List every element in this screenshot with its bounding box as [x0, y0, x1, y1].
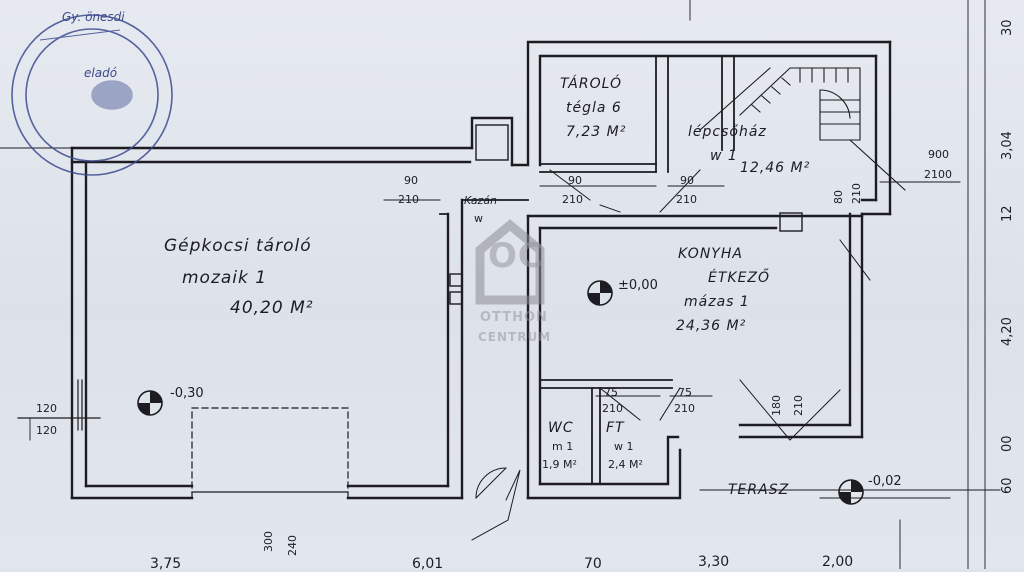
left-window [17, 379, 101, 431]
garage-name: Gépkocsi tároló [164, 236, 312, 256]
dim-d5-h: 210 [602, 402, 623, 415]
dim-d1-w: 90 [404, 174, 418, 187]
bottom-dim-2: 6,01 [412, 556, 444, 572]
watermark-line-2: CENTRUM [478, 330, 552, 344]
dim-d3-w: 90 [680, 174, 694, 187]
dim-d5-w: 75 [604, 386, 618, 399]
right-dim-6: 60 [1000, 477, 1015, 494]
bath-floor: w 1 [614, 440, 634, 453]
right-dim-1: 3,04 [1000, 131, 1015, 160]
dim-d10-w: 300 [262, 531, 275, 552]
dim-d6-h: 210 [674, 402, 695, 415]
office-stamp [11, 14, 173, 176]
wc-name: WC [548, 420, 574, 436]
dim-d2-w: 90 [568, 174, 582, 187]
stamp-text-2: eladó [84, 66, 118, 80]
kitchen-name: KONYHA [678, 246, 743, 262]
bath-area: 2,4 M² [608, 458, 643, 471]
stamp-text-1: Gy. önesdi [62, 10, 125, 24]
dim-d8-h: 210 [792, 395, 805, 416]
right-dim-3: 4,20 [1000, 317, 1015, 346]
dim-d7-h: 120 [36, 424, 57, 437]
level-marker-kitchen [587, 280, 613, 306]
watermark-logo-mark [475, 219, 545, 305]
right-dim-4: 30 [1000, 19, 1015, 36]
bottom-dim-4: 3,30 [698, 554, 730, 570]
dim-d10-h: 240 [286, 535, 299, 556]
dim-d2-h: 210 [562, 193, 583, 206]
bottom-dim-1: 3,75 [150, 556, 182, 572]
dim-d6-w: 75 [678, 386, 692, 399]
door-swings [471, 169, 871, 541]
garage-door [191, 407, 349, 499]
bottom-dim-3: 70 [584, 556, 602, 572]
garage-area: 40,20 M² [230, 298, 314, 318]
storage-area: 7,23 M² [566, 124, 627, 140]
kitchen-area: 24,36 M² [676, 318, 747, 334]
bath-name: FT [606, 420, 625, 436]
dim-d9-h: 210 [850, 183, 863, 204]
stair-name: lépcsőház [688, 124, 767, 140]
right-dim-5: 00 [1000, 435, 1015, 452]
boiler-floor: w [474, 212, 483, 225]
wc-area: 1,9 M² [542, 458, 577, 471]
bottom-dim-5: 2,00 [822, 554, 854, 570]
inner-walls [439, 55, 735, 485]
kitchen-floor: mázas 1 [684, 294, 750, 310]
watermark-line-1: OTTHON [480, 310, 548, 325]
outer-walls [70, 40, 892, 500]
dim-d8-w: 180 [770, 395, 783, 416]
level-marker-terrace [838, 479, 864, 505]
garage-floor: mozaik 1 [182, 268, 268, 288]
wc-floor: m 1 [552, 440, 574, 453]
dim-d1-h: 210 [398, 193, 419, 206]
dim-d4-w: 900 [928, 148, 949, 161]
boiler-name: Kazán [464, 194, 498, 207]
kitchen-name-2: ÉTKEZŐ [708, 270, 771, 286]
dim-d7-w: 120 [36, 402, 57, 415]
dim-d4-h: 2100 [924, 168, 952, 181]
stair-area: 12,46 M² [740, 160, 811, 176]
dimension-lines [0, 0, 1001, 569]
watermark-logo: OC [488, 236, 544, 276]
level-kitchen: ±0,00 [618, 278, 658, 293]
level-garage: -0,30 [170, 386, 204, 401]
level-marker-garage [137, 390, 163, 416]
storage-name: TÁROLÓ [560, 76, 622, 92]
dim-d3-h: 210 [676, 193, 697, 206]
stair-floor: w 1 [710, 148, 738, 164]
level-terrace: -0,02 [868, 474, 902, 489]
storage-floor: tégla 6 [566, 100, 622, 116]
right-dim-2: 12 [1000, 205, 1015, 222]
terrace-name: TERASZ [728, 482, 790, 498]
dim-d9-w: 80 [832, 190, 845, 204]
chimneys [449, 124, 803, 305]
